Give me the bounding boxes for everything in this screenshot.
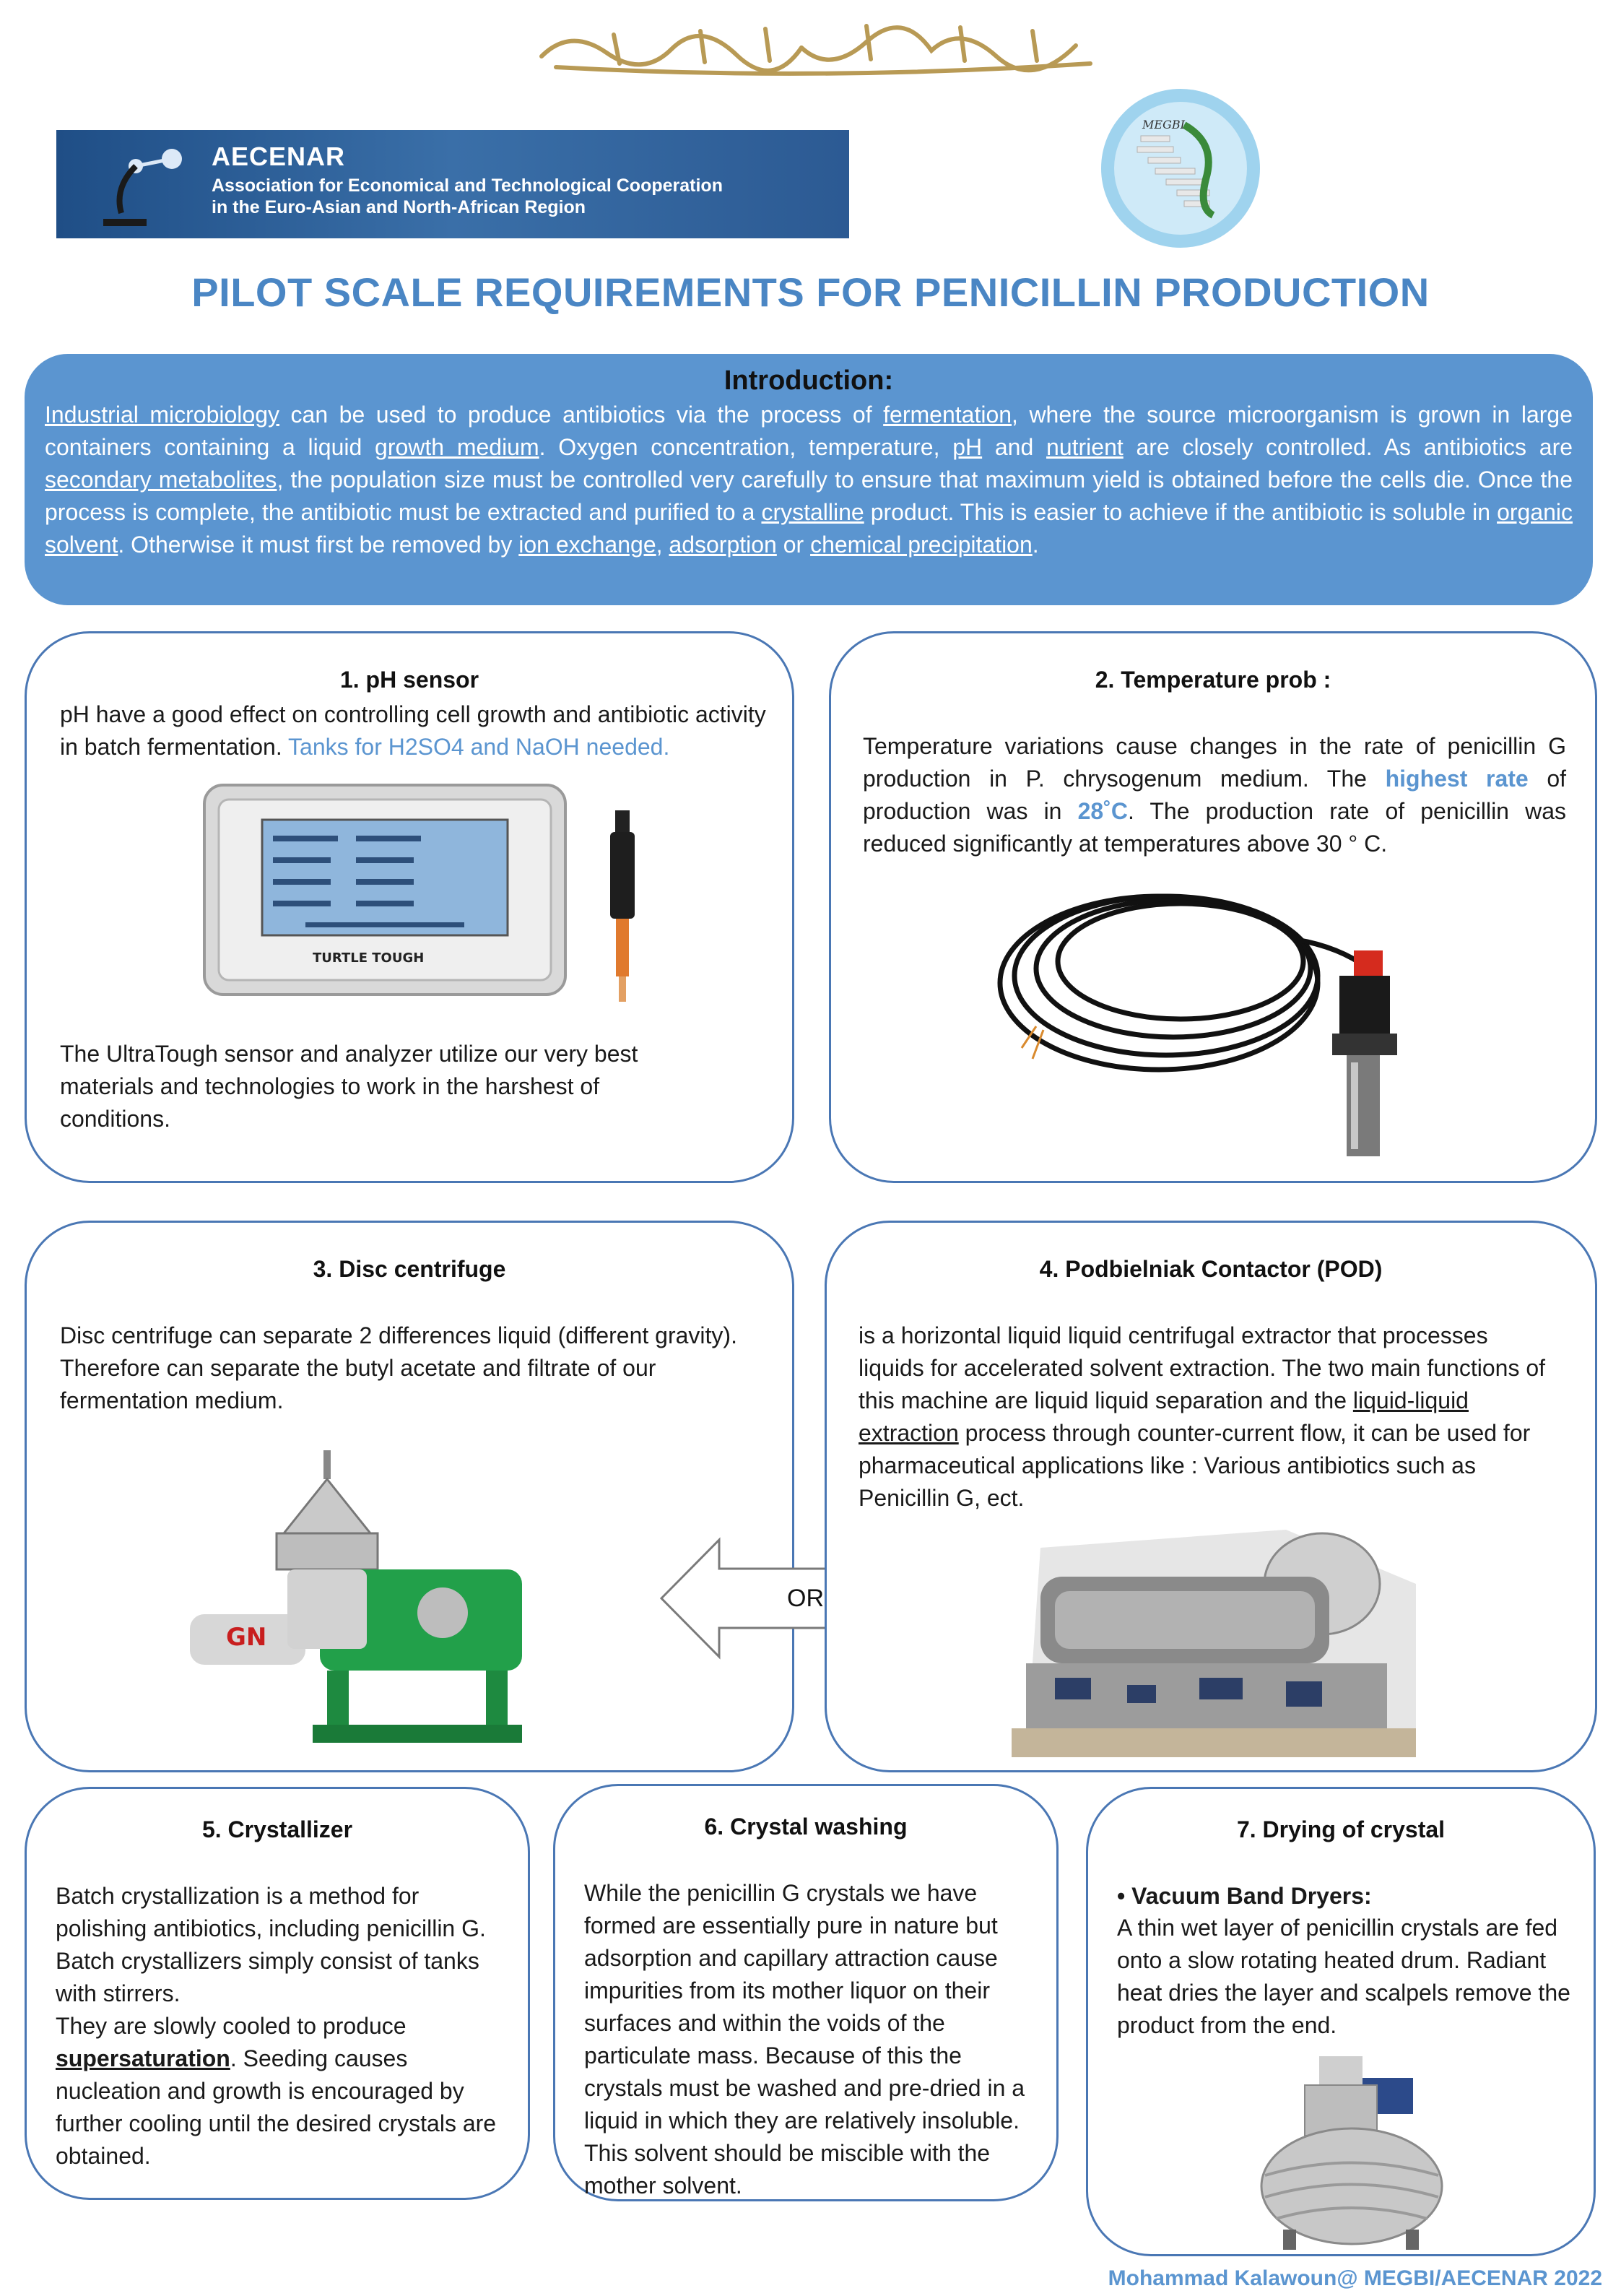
page-title: PILOT SCALE REQUIREMENTS FOR PENICILLIN … — [191, 269, 1430, 315]
link-nutrient[interactable]: nutrient — [1046, 434, 1124, 460]
card-text: While the penicillin G crystals we have … — [584, 1880, 1025, 2198]
link-industrial-microbiology[interactable]: Industrial microbiology — [45, 402, 279, 428]
card-temperature-probe: 2. Temperature prob : Temperature variat… — [829, 631, 1597, 1183]
card-title: 5. Crystallizer — [201, 1816, 353, 1842]
device-brand-label: TURTLE TOUGH — [313, 950, 424, 966]
card-crystallizer: 5. Crystallizer Batch crystallization is… — [25, 1787, 530, 2200]
card-title: 4. Podbielniak Contactor (POD) — [1039, 1256, 1383, 1282]
card-drying-of-crystal: 7. Drying of crystal • Vacuum Band Dryer… — [1086, 1787, 1596, 2256]
card-title: 6. Crystal washing — [704, 1814, 908, 1840]
vacuum-dryer-image — [1254, 2056, 1449, 2250]
centrifuge-brand: GN — [226, 1623, 266, 1652]
ph-probe-image — [597, 807, 648, 1009]
card-text: pH have a good effect on controlling cel… — [60, 701, 766, 760]
aecenar-logo-icon — [103, 149, 182, 226]
card-text: is a horizontal liquid liquid centrifuga… — [859, 1322, 1546, 1511]
temperature-probe-image — [993, 860, 1455, 1171]
card-bullet: • Vacuum Band Dryers: — [1117, 1883, 1372, 1909]
introduction-text: Industrial microbiology can be used to p… — [45, 402, 1573, 558]
card-title: 7. Drying of crystal — [1236, 1816, 1446, 1842]
link-liquid-liquid-extraction[interactable]: liquid-liquid extraction — [859, 1387, 1469, 1446]
introduction-box: Introduction: Industrial microbiology ca… — [25, 354, 1593, 605]
card-title: 1. pH sensor — [339, 667, 479, 693]
card-text-2: The UltraTough sensor and analyzer utili… — [60, 1041, 638, 1132]
aecenar-banner: AECENAR Association for Economical and T… — [56, 130, 849, 238]
link-crystalline[interactable]: crystalline — [761, 499, 864, 525]
card-text: A thin wet layer of penicillin crystals … — [1117, 1915, 1570, 2038]
link-organic-solvent[interactable]: organic solvent — [45, 499, 1573, 558]
card-disc-centrifuge: 3. Disc centrifuge Disc centrifuge can s… — [25, 1221, 794, 1772]
card-title: 3. Disc centrifuge — [313, 1256, 506, 1282]
card-crystal-washing: 6. Crystal washing While the penicillin … — [553, 1784, 1059, 2201]
banner-subtitle-line2: in the Euro-Asian and North-African Regi… — [212, 197, 586, 217]
megbi-label: MEGBI — [1142, 118, 1186, 131]
banner-subtitle: Association for Economical and Technolog… — [212, 175, 723, 218]
link-supersaturation[interactable]: supersaturation — [56, 2045, 230, 2071]
link-ph[interactable]: pH — [952, 434, 983, 460]
card-title: 2. Temperature prob : — [1095, 667, 1331, 693]
introduction-heading: Introduction: — [723, 365, 894, 396]
link-adsorption[interactable]: adsorption — [669, 532, 777, 558]
link-fermentation[interactable]: fermentation — [883, 402, 1012, 428]
link-chemical-precipitation[interactable]: chemical precipitation — [810, 532, 1033, 558]
link-secondary-metabolites[interactable]: secondary metabolites — [45, 467, 277, 493]
card-text: Temperature variations cause changes in … — [863, 733, 1567, 857]
bismillah-calligraphy-icon — [527, 13, 1112, 78]
card-podbielniak-contactor: 4. Podbielniak Contactor (POD) is a hori… — [825, 1221, 1597, 1772]
or-label: OR — [787, 1585, 824, 1612]
link-ion-exchange[interactable]: ion exchange — [518, 532, 656, 558]
link-growth-medium[interactable]: growth medium — [375, 434, 539, 460]
pod-machine-image — [1012, 1526, 1416, 1764]
disc-centrifuge-image: GN — [190, 1447, 551, 1750]
card-text: Batch crystallization is a method for po… — [56, 1883, 497, 2169]
banner-subtitle-line1: Association for Economical and Technolog… — [212, 176, 723, 196]
footer-author: Mohammad Kalawoun@ MEGBI/AECENAR 2022 — [1108, 2266, 1602, 2290]
megbi-logo: MEGBI — [1098, 85, 1264, 251]
card-text: Disc centrifuge can separate 2 differenc… — [60, 1322, 737, 1413]
card-ph-sensor: 1. pH sensor pH have a good effect on co… — [25, 631, 794, 1183]
ph-analyzer-image: TURTLE TOUGH — [197, 778, 587, 1002]
banner-org-name: AECENAR — [212, 142, 346, 171]
